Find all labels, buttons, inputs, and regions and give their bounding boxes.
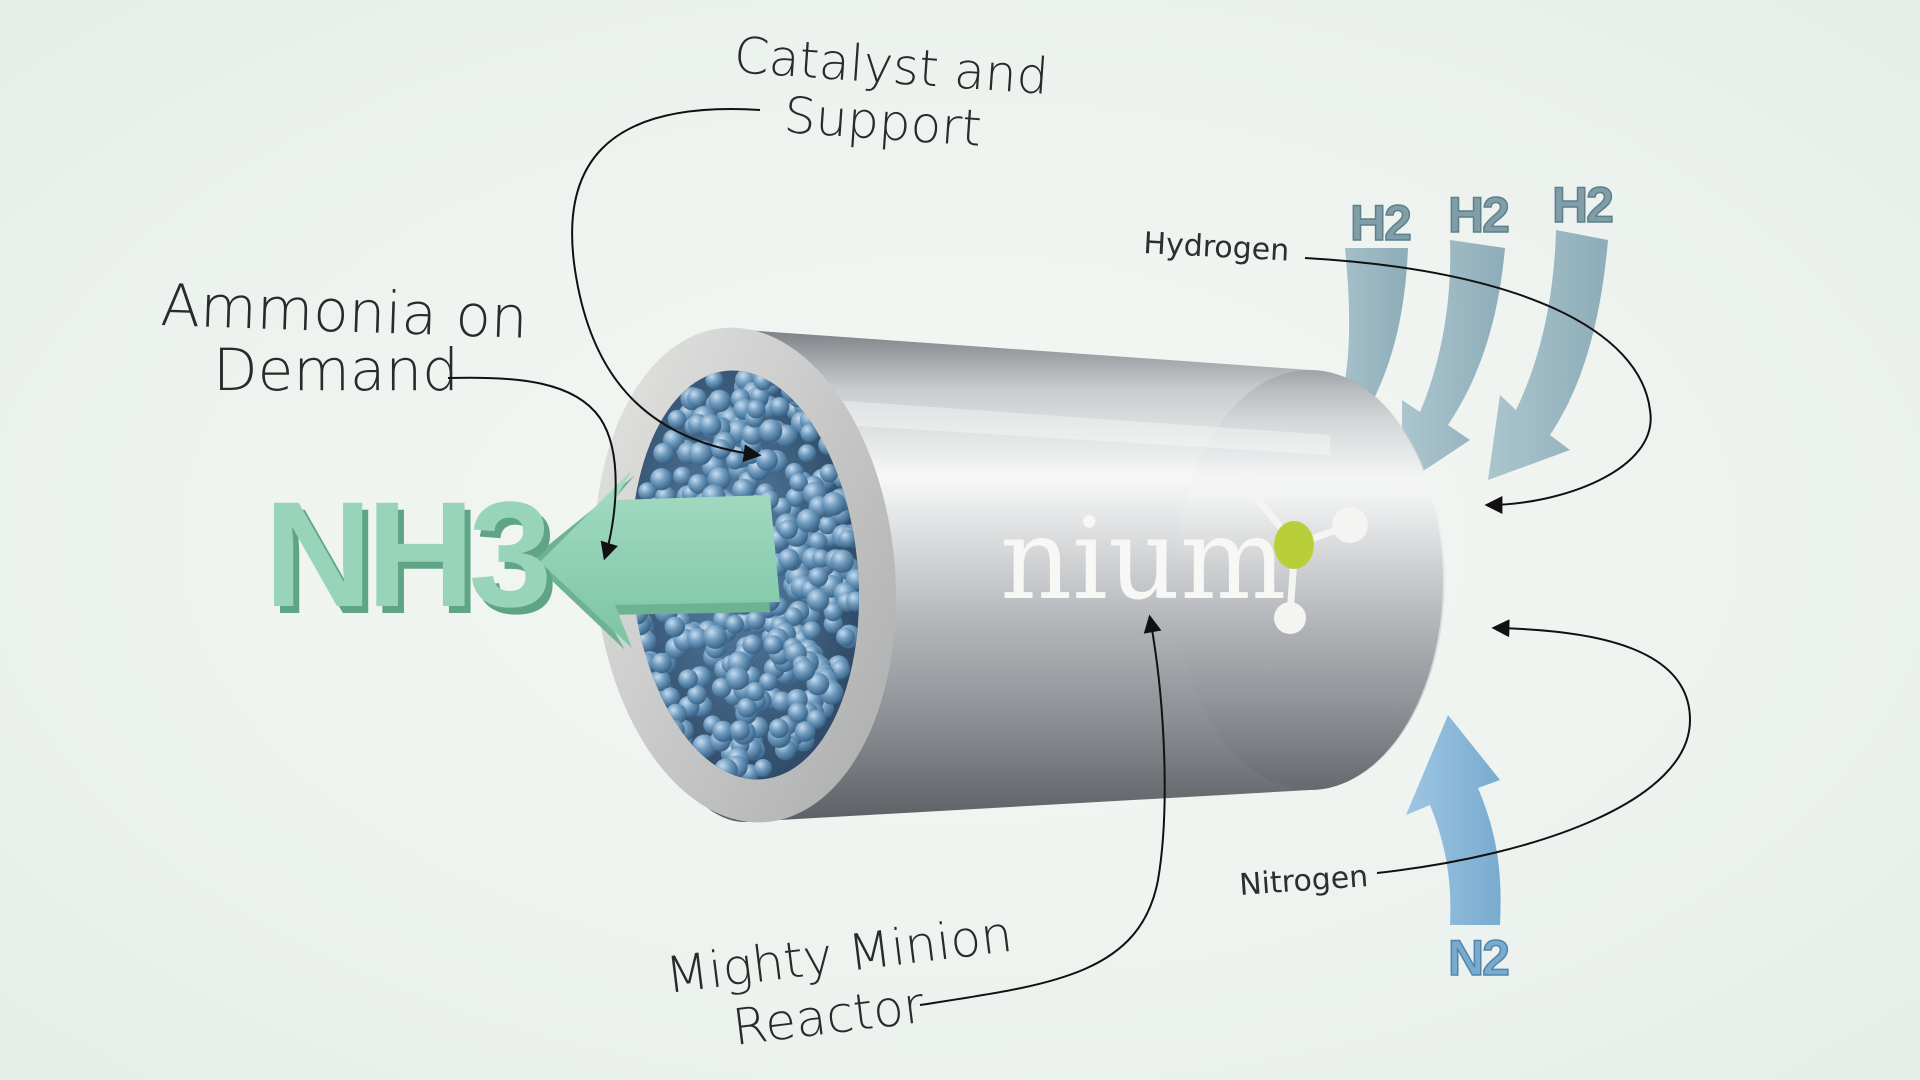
brand-name: nium	[1000, 495, 1286, 625]
n2-label: N2	[1448, 930, 1508, 986]
n2-input-arrow: N2	[1406, 715, 1511, 987]
catalyst-label-line2: Support	[782, 86, 983, 158]
h2-label-1: H2	[1350, 195, 1410, 251]
nitrogen-leader-line	[1376, 619, 1692, 874]
h2-label-3: H2	[1552, 177, 1612, 233]
reactor-cylinder	[594, 327, 1445, 823]
ammonia-leader-line	[447, 376, 618, 561]
brand-logo: nium	[1000, 472, 1368, 634]
nh3-label: NH3	[264, 470, 547, 638]
catalyst-leader-line	[571, 108, 762, 463]
ammonia-label-line1: Ammonia on	[160, 271, 529, 352]
molecule-icon	[1237, 472, 1368, 634]
h2-label-2: H2	[1448, 187, 1508, 243]
ammonia-label-line2: Demand	[213, 336, 459, 404]
h2-arrow-2	[1402, 240, 1505, 485]
h2-input-arrows: H2 H2 H2	[1322, 176, 1615, 485]
hydrogen-label: Hydrogen	[1143, 226, 1291, 269]
reactor-leader-line	[919, 614, 1166, 1006]
nh3-label-shadow: NH3	[270, 477, 553, 645]
nh3-output-arrow	[530, 470, 780, 650]
nitrogen-label: Nitrogen	[1238, 859, 1369, 903]
hydrogen-leader-line	[1304, 257, 1652, 514]
h2-arrow-3	[1488, 230, 1608, 480]
